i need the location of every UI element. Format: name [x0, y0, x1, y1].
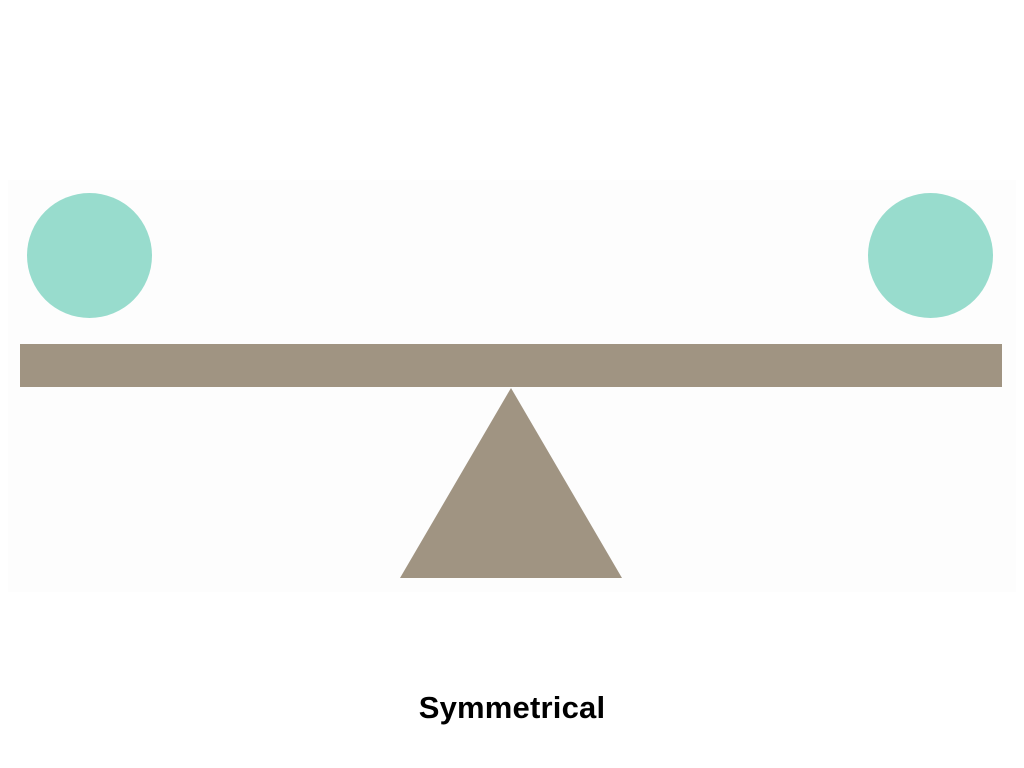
fulcrum-shape: [400, 388, 622, 578]
seesaw-beam: [20, 344, 1002, 387]
left-ball: [27, 193, 152, 318]
right-ball: [868, 193, 993, 318]
diagram-caption: Symmetrical: [418, 690, 606, 725]
fulcrum-triangle: [400, 388, 622, 578]
